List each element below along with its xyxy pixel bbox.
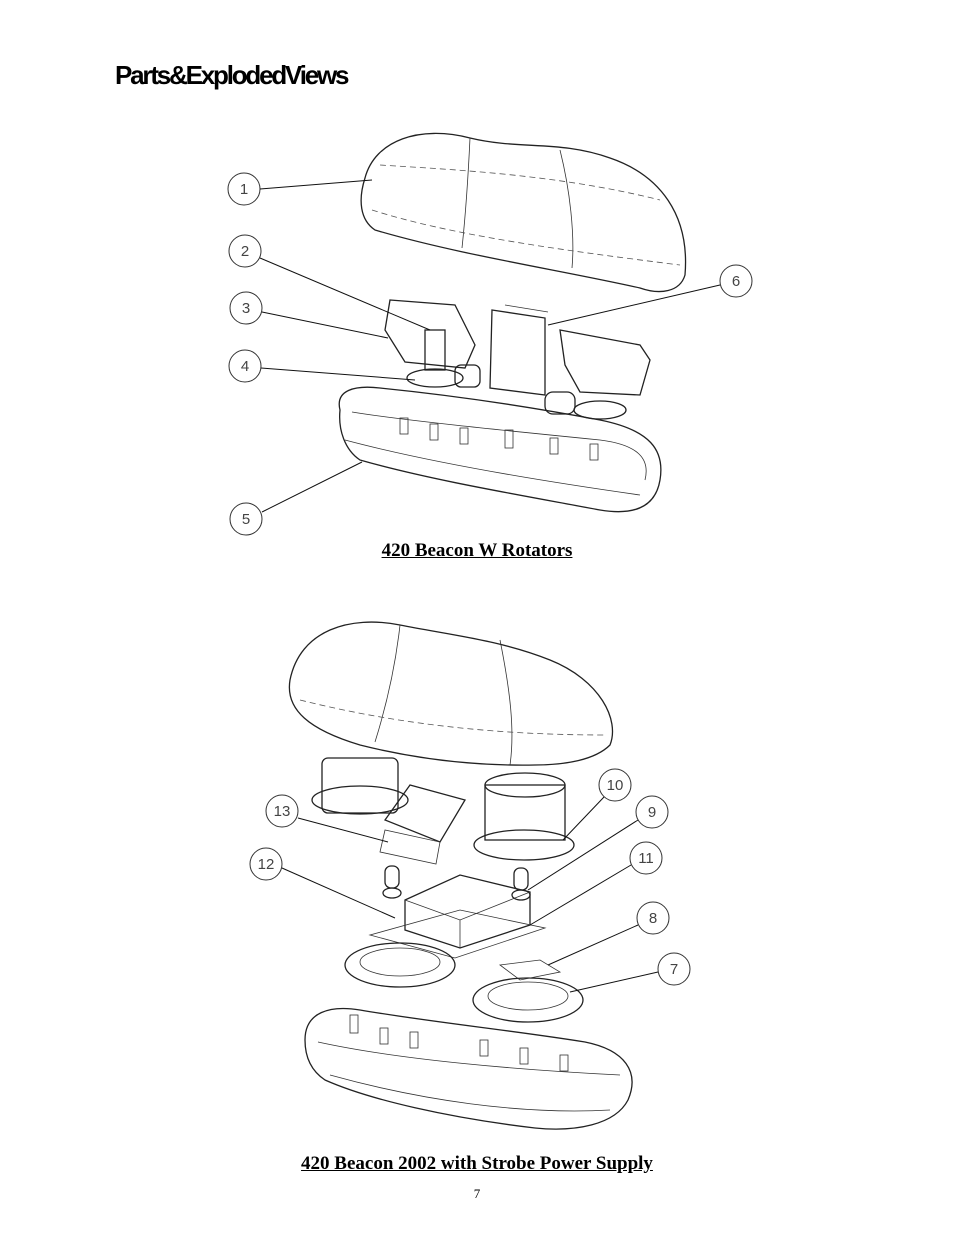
figure-caption-rotators: 420 Beacon W Rotators bbox=[381, 540, 573, 561]
callout-6: 6 bbox=[547, 264, 753, 326]
svg-text:6: 6 bbox=[732, 273, 740, 290]
svg-text:8: 8 bbox=[649, 910, 657, 927]
callout-12: 12 bbox=[249, 847, 396, 919]
callout-4: 4 bbox=[228, 349, 416, 383]
callout-10: 10 bbox=[562, 768, 632, 841]
rotator-assembly-left bbox=[384, 299, 481, 388]
svg-text:1: 1 bbox=[240, 181, 248, 198]
exploded-view-strobe: 13 12 10 9 11 8 7 bbox=[249, 621, 691, 1130]
callout-7: 7 bbox=[569, 952, 691, 993]
figure-caption-strobe: 420 Beacon 2002 with Strobe Power Supply bbox=[301, 1153, 653, 1174]
page-heading: Parts&ExplodedViews bbox=[115, 60, 349, 90]
svg-text:9: 9 bbox=[648, 804, 656, 821]
strobe-cup-right-part-10 bbox=[473, 772, 575, 861]
exploded-view-rotators: 1 2 3 4 5 6 bbox=[227, 132, 753, 536]
dome-lens-part bbox=[288, 621, 614, 766]
reflector-right-part-7 bbox=[472, 959, 584, 1023]
reflector-left bbox=[344, 942, 456, 988]
svg-text:11: 11 bbox=[638, 850, 654, 867]
svg-text:5: 5 bbox=[242, 511, 250, 528]
dome-lens-part bbox=[360, 132, 687, 293]
svg-text:12: 12 bbox=[258, 856, 275, 873]
callout-11: 11 bbox=[529, 841, 663, 926]
callout-9: 9 bbox=[527, 795, 669, 891]
base-housing-part bbox=[304, 1007, 633, 1130]
svg-text:7: 7 bbox=[670, 961, 678, 978]
rotator-assembly-right bbox=[544, 329, 651, 420]
callout-3: 3 bbox=[229, 291, 389, 339]
base-housing-part bbox=[338, 386, 662, 513]
callout-1: 1 bbox=[227, 172, 373, 206]
flash-tube-left bbox=[382, 865, 402, 899]
svg-text:3: 3 bbox=[242, 300, 250, 317]
callout-5: 5 bbox=[229, 461, 363, 536]
svg-text:13: 13 bbox=[274, 803, 291, 820]
svg-text:4: 4 bbox=[241, 358, 249, 375]
svg-text:10: 10 bbox=[607, 777, 624, 794]
strobe-cup-left bbox=[311, 757, 409, 815]
page-number: 7 bbox=[473, 1186, 481, 1201]
callout-2: 2 bbox=[228, 234, 431, 331]
callout-8: 8 bbox=[547, 901, 670, 966]
bracket-part-6 bbox=[489, 304, 549, 396]
strobe-power-supply bbox=[368, 874, 547, 959]
svg-text:2: 2 bbox=[241, 243, 249, 260]
callout-13: 13 bbox=[265, 794, 389, 843]
shield-bracket-part-13 bbox=[379, 784, 466, 865]
